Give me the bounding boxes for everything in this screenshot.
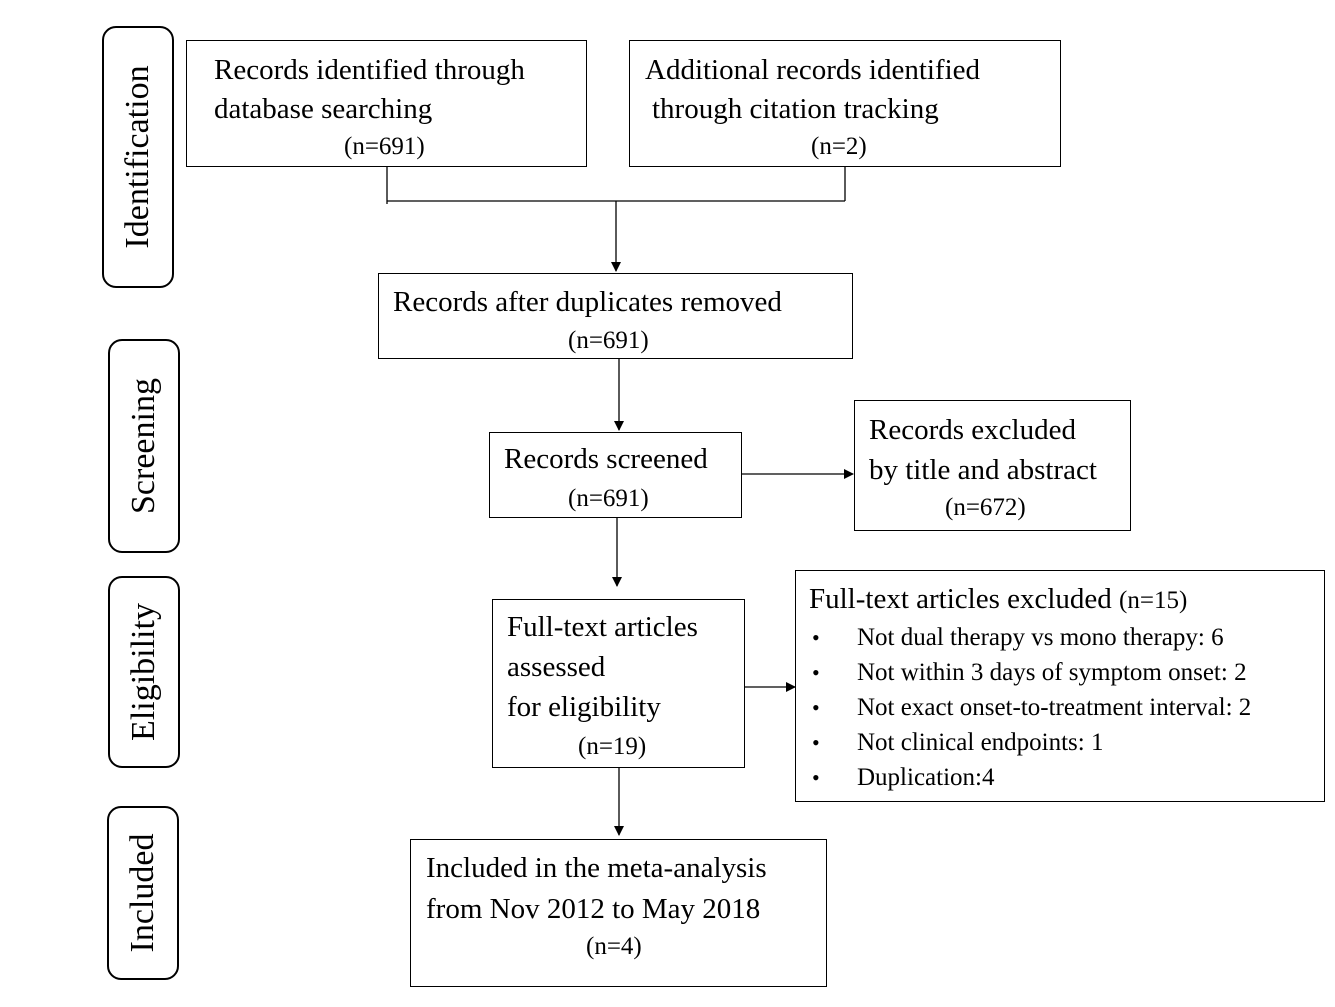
screened-count: (n=691) bbox=[568, 485, 649, 512]
bullet-marker: • bbox=[812, 765, 820, 790]
duplicates-removed-line1: Records after duplicates removed bbox=[393, 286, 782, 318]
box-duplicates-removed: Records after duplicates removed (n=691) bbox=[378, 273, 853, 359]
screened-line1: Records screened bbox=[504, 443, 708, 475]
stage-screening: Screening bbox=[108, 339, 180, 553]
citation-line1: Additional records identified bbox=[645, 54, 981, 86]
box-full-text-excluded: Full-text articles excluded (n=15) • Not… bbox=[795, 570, 1325, 802]
stage-eligibility-label: Eligibility bbox=[125, 603, 162, 741]
bullet-marker: • bbox=[812, 625, 820, 650]
exclusion-reason: Not dual therapy vs mono therapy: 6 bbox=[857, 624, 1224, 651]
citation-count: (n=2) bbox=[811, 133, 867, 160]
stage-screening-label: Screening bbox=[125, 378, 162, 514]
included-line1: Included in the meta-analysis bbox=[426, 852, 767, 884]
full-text-count: (n=19) bbox=[578, 733, 647, 760]
full-text-line1: Full-text articles bbox=[507, 611, 698, 643]
stage-included-label: Included bbox=[124, 833, 161, 953]
bullet-marker: • bbox=[812, 695, 820, 720]
excluded-title-line2: by title and abstract bbox=[869, 454, 1097, 486]
exclusion-reason: Duplication:4 bbox=[857, 764, 995, 791]
full-text-line3: for eligibility bbox=[507, 691, 661, 723]
database-count: (n=691) bbox=[344, 133, 425, 160]
exclusion-reason: Not within 3 days of symptom onset: 2 bbox=[857, 659, 1247, 686]
exclusion-reason: Not exact onset-to-treatment interval: 2 bbox=[857, 694, 1252, 721]
stage-identification-label: Identification bbox=[119, 65, 156, 249]
exclusion-reason: Not clinical endpoints: 1 bbox=[857, 729, 1104, 756]
full-text-excluded-title-text: Full-text articles excluded bbox=[809, 583, 1112, 615]
excluded-title-line1: Records excluded bbox=[869, 414, 1076, 446]
database-line2: database searching bbox=[214, 93, 433, 125]
full-text-excluded-title: Full-text articles excluded (n=15) bbox=[809, 585, 1187, 614]
stage-eligibility: Eligibility bbox=[108, 576, 180, 768]
stage-included: Included bbox=[107, 806, 179, 980]
excluded-title-count: (n=672) bbox=[945, 494, 1026, 521]
stage-identification: Identification bbox=[102, 26, 174, 288]
full-text-line2: assessed bbox=[507, 651, 606, 683]
included-line2: from Nov 2012 to May 2018 bbox=[426, 893, 761, 925]
duplicates-removed-count: (n=691) bbox=[568, 327, 649, 354]
box-database-searching: Records identified through database sear… bbox=[186, 40, 587, 167]
full-text-excluded-count: (n=15) bbox=[1119, 587, 1188, 614]
citation-line2: through citation tracking bbox=[652, 93, 939, 125]
box-records-screened: Records screened (n=691) bbox=[489, 432, 742, 518]
bullet-marker: • bbox=[812, 660, 820, 685]
bullet-marker: • bbox=[812, 730, 820, 755]
box-citation-tracking: Additional records identified through ci… bbox=[629, 40, 1061, 167]
box-full-text-assessed: Full-text articles assessed for eligibil… bbox=[492, 599, 745, 768]
box-included-meta-analysis: Included in the meta-analysis from Nov 2… bbox=[410, 839, 827, 987]
box-excluded-title-abstract: Records excluded by title and abstract (… bbox=[854, 400, 1131, 531]
database-line1: Records identified through bbox=[214, 54, 525, 86]
included-count: (n=4) bbox=[586, 933, 642, 960]
